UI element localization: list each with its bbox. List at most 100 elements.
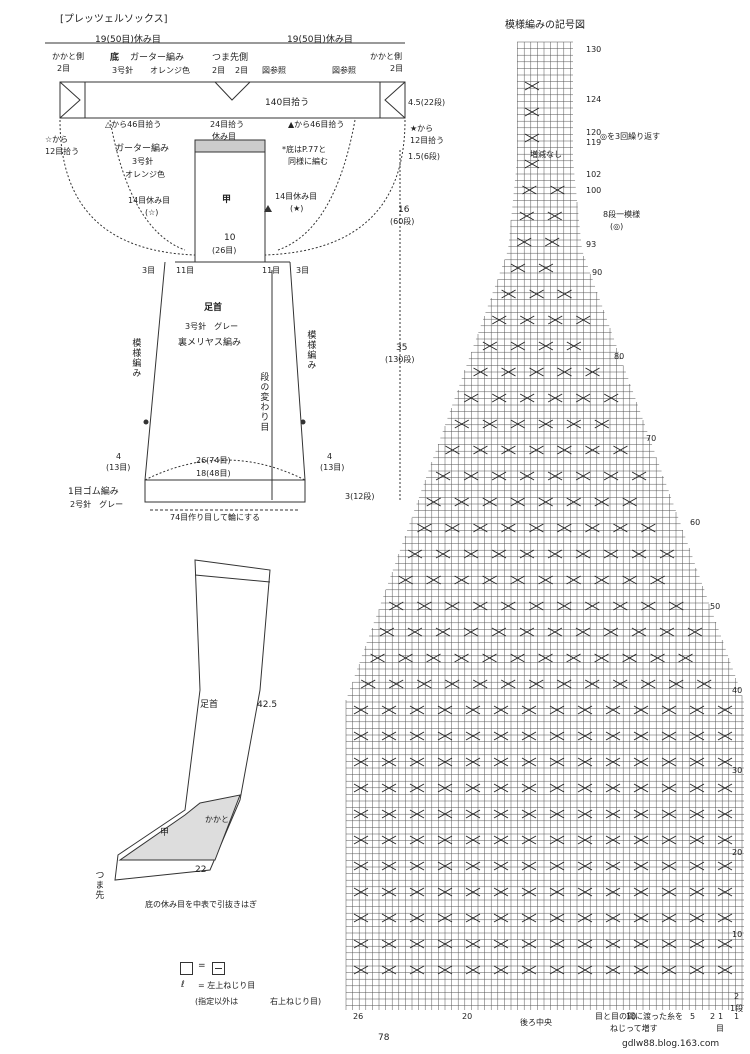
row-label: 1	[734, 1012, 740, 1021]
chart-one-pattern-sym: (◎)	[610, 222, 624, 231]
sock-instep: 甲	[160, 828, 170, 838]
toe-side: つま先側	[212, 53, 249, 63]
heel-left-n: 2目	[57, 64, 71, 73]
bottom-1: 1	[718, 1012, 724, 1021]
back-center: 後ろ中央	[520, 1018, 552, 1027]
row-label: 10	[732, 930, 743, 939]
right-3: 3目	[296, 266, 310, 275]
dim-26: 26(74目)	[196, 456, 231, 465]
row-label: 90	[592, 268, 603, 277]
sock-outline	[114, 559, 271, 881]
bottom-10: 10	[626, 1012, 637, 1021]
dim-35: 35	[396, 343, 408, 353]
toe-n2: 2目	[235, 66, 249, 75]
rest14-left: 14目休み目	[128, 196, 171, 205]
sock-foot: 22	[195, 865, 207, 875]
row-label: 102	[586, 170, 602, 179]
instep-rest: 休み目	[212, 132, 236, 141]
bottom-26: 26	[353, 1012, 364, 1021]
sole-label: 底	[110, 53, 120, 63]
bottom-2: 2	[710, 1012, 716, 1021]
pattern-right: 模様編み	[305, 330, 316, 370]
row-label: 119	[586, 138, 602, 147]
sock-ankle: 足首	[200, 700, 219, 710]
row-label: 93	[586, 240, 597, 249]
rib-needle: 2号針 グレー	[70, 500, 124, 509]
legend-purl-icon	[212, 962, 225, 975]
instep-note1: *底はP.77と	[282, 145, 327, 154]
left-3: 3目	[142, 266, 156, 275]
row-label: 20	[732, 848, 743, 857]
dim-16b: (60段)	[390, 217, 415, 226]
sole-stitch: ガーター編み	[130, 53, 185, 63]
pick-left-46: △から46目拾う	[105, 120, 162, 129]
star-left-n: 12目拾う	[45, 147, 80, 156]
cast-on: 74目作り目して輪にする	[170, 513, 261, 522]
instep-needle: 3号針	[132, 157, 154, 166]
graft-note: 底の休み目を中表で引抜きはぎ	[145, 900, 257, 909]
legend-eq: =	[198, 961, 206, 971]
dim-h: 4.5(22段)	[408, 98, 446, 107]
heel-left: かかと側	[52, 52, 84, 61]
bottom-unit: 目	[716, 1024, 724, 1033]
sock-length: 42.5	[257, 700, 278, 710]
dim-16: 16	[398, 205, 410, 215]
dim-18: 18(48目)	[196, 469, 231, 478]
chart-no-change: 増減なし	[530, 150, 562, 159]
row-label: 40	[732, 686, 743, 695]
ref1: 図参照	[262, 66, 286, 75]
sock-toe: つま先	[93, 870, 104, 900]
twist-left-icon: ℓ	[181, 980, 185, 990]
twist-note: (指定以外は	[195, 997, 239, 1006]
dim-4l: 4	[116, 452, 122, 461]
row-label: 124	[586, 95, 602, 104]
toe-n1: 2目	[212, 66, 226, 75]
sole-color: オレンジ色	[150, 66, 190, 75]
inc-note1: 目と目の間に渡った糸を	[595, 1012, 683, 1021]
chart-repeat: ◎を3回繰り返す	[600, 132, 661, 141]
chart-title: 模様編みの記号図	[505, 20, 585, 31]
dim-4lb: (13目)	[106, 463, 131, 472]
ankle-label: 足首	[204, 303, 223, 313]
ankle-stitch: 裏メリヤス編み	[178, 338, 242, 348]
pick-right-46: ▲から46目拾う	[288, 120, 345, 129]
watermark: gdlw88.blog.163.com	[622, 1039, 720, 1049]
dim-4rb: (13目)	[320, 463, 345, 472]
rest14-right: 14目休み目	[275, 192, 318, 201]
rest14-right-sym: (★)	[290, 204, 304, 213]
star-left: ☆から	[45, 135, 69, 144]
bottom-5: 5	[690, 1012, 696, 1021]
rib-label: 1目ゴム編み	[68, 487, 119, 497]
instep-color: オレンジ色	[125, 170, 165, 179]
pick-140: 140目拾う	[265, 98, 310, 108]
right-11: 11目	[262, 266, 281, 275]
sole-needle: 3号針	[112, 66, 134, 75]
row-label: 120	[586, 128, 602, 137]
ref2: 図参照	[332, 66, 356, 75]
instep-garter: ガーター編み	[115, 144, 170, 154]
instep-w10: 10	[224, 233, 236, 243]
legend-box	[180, 962, 193, 975]
twist-right: 右上ねじり目)	[270, 997, 322, 1006]
inc-note2: ねじって増す	[610, 1024, 658, 1033]
row-change: 段の変わり目	[258, 372, 269, 432]
twist-left: = 左上ねじり目	[198, 981, 256, 990]
page-title: [プレッツェルソックス]	[60, 14, 168, 25]
pattern-left: 模様編み	[130, 338, 141, 378]
star-right: ★から	[410, 124, 434, 133]
row-label: 50	[710, 602, 721, 611]
right-rest: 19(50目)休み目	[287, 35, 353, 45]
row-label: 30	[732, 766, 743, 775]
star-right-n: 12目拾う	[410, 136, 445, 145]
row-label: 130	[586, 45, 602, 54]
page-number: 78	[378, 1033, 390, 1043]
sole-band	[59, 81, 406, 119]
pick-24: 24目拾う	[210, 120, 245, 129]
row-label: 70	[646, 434, 657, 443]
left-11: 11目	[176, 266, 195, 275]
rib-band	[144, 479, 306, 503]
instep-note2: 同様に編む	[288, 157, 328, 166]
heel-right-n: 2目	[390, 64, 404, 73]
